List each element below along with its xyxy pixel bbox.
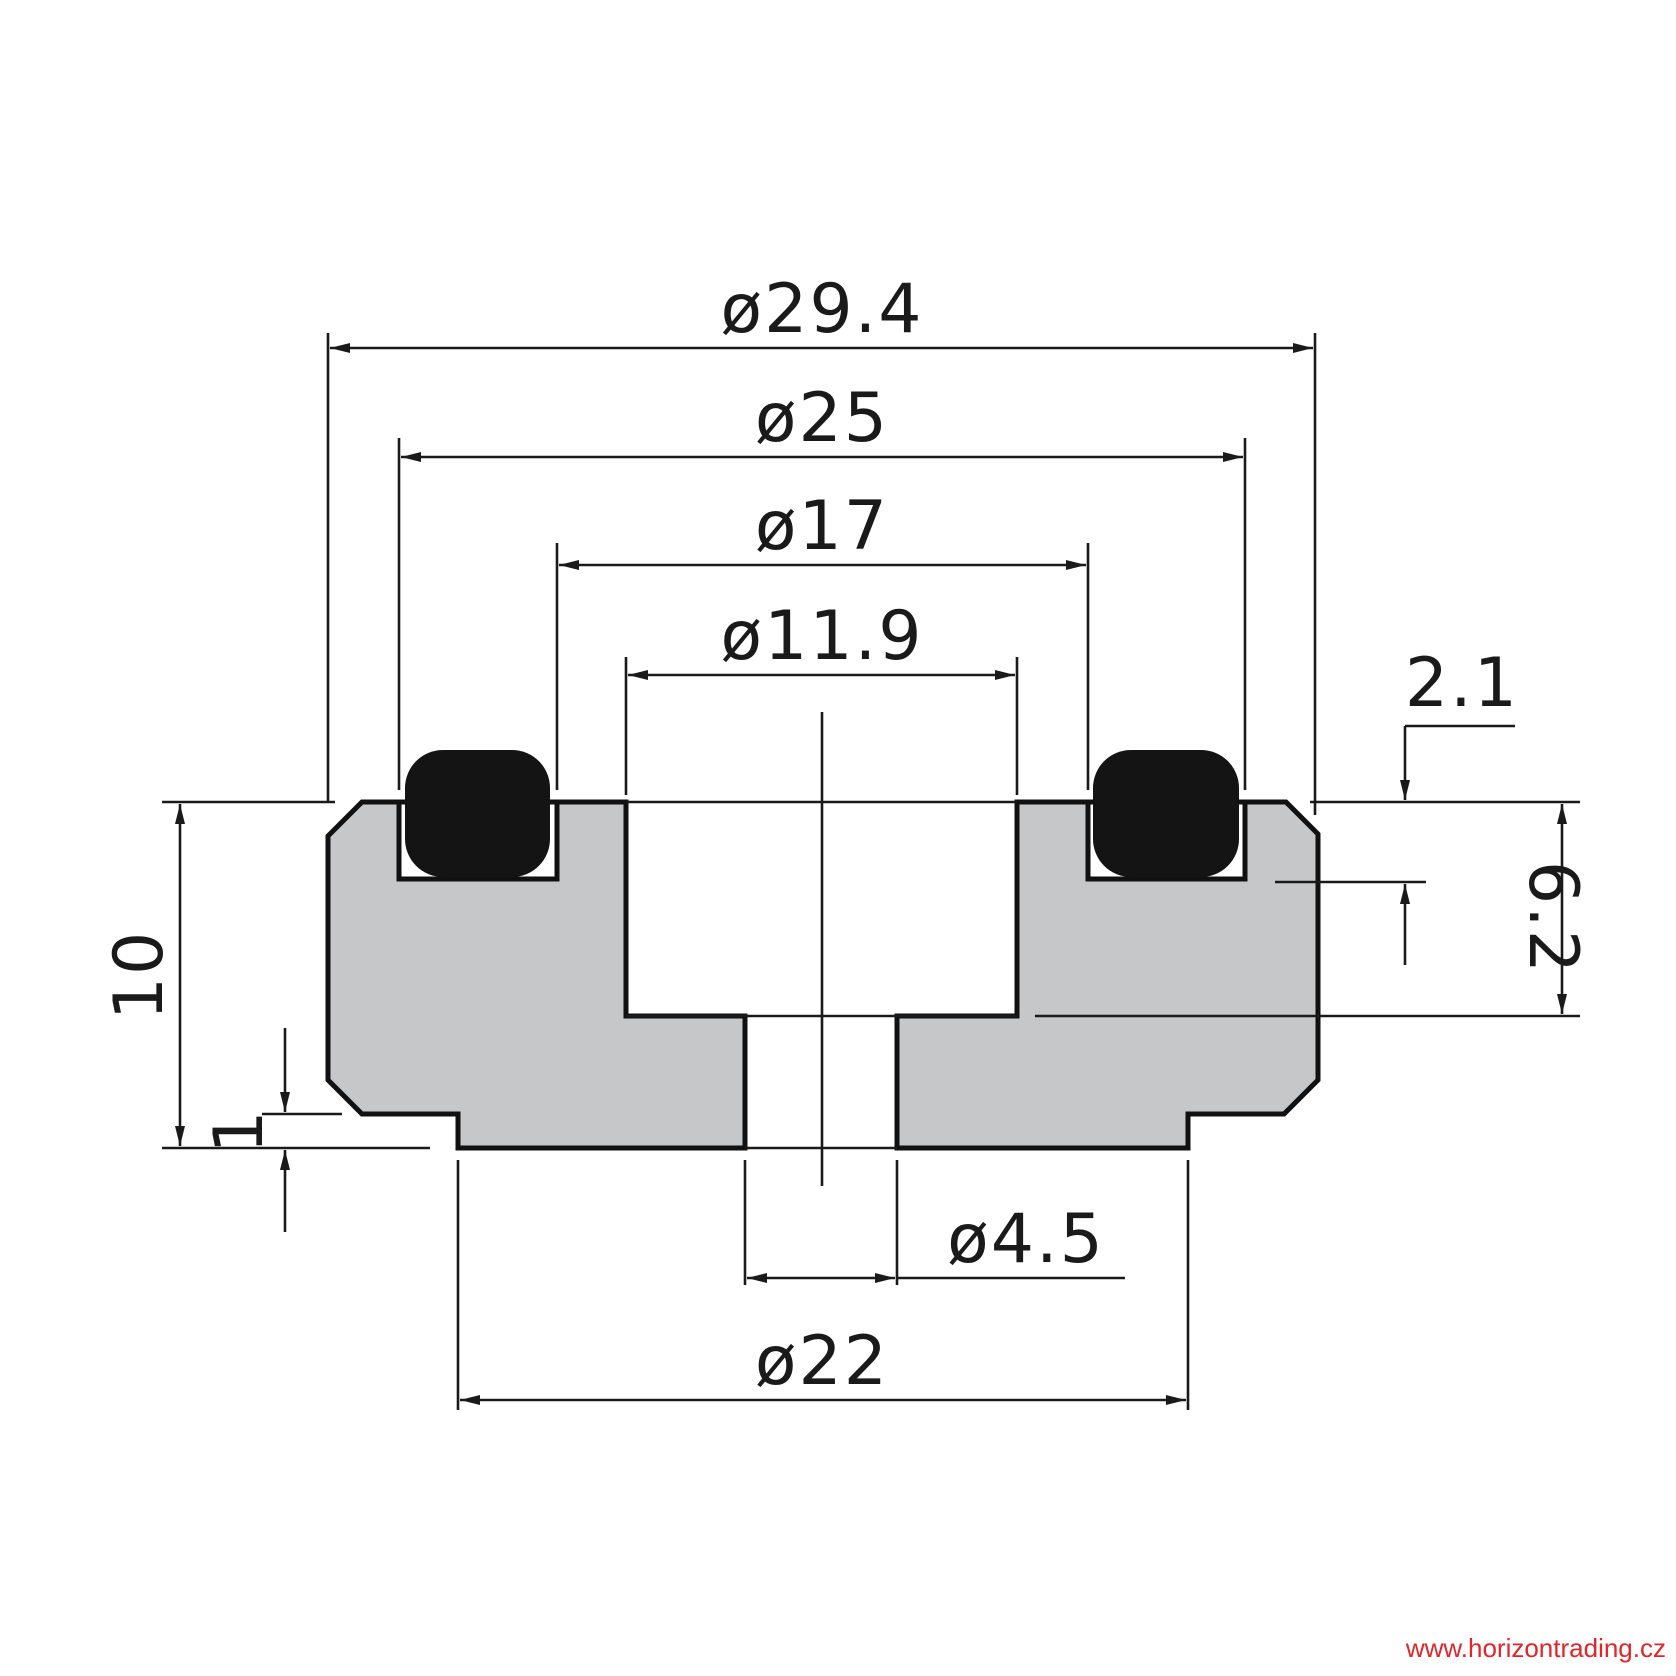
- label-groove-outer-diameter: ø25: [755, 379, 889, 458]
- label-step-height: 1: [200, 1108, 279, 1153]
- label-groove-inner-diameter: ø17: [755, 487, 889, 566]
- label-bore-depth: 6.2: [1513, 861, 1592, 975]
- left-body-section: [325, 799, 748, 1151]
- label-outer-diameter: ø29.4: [720, 270, 923, 349]
- watermark-url: www.horizontrading.cz: [1405, 1633, 1666, 1663]
- horizontal-extension-lines: [162, 724, 1580, 1280]
- o-rings: [405, 750, 1239, 877]
- extension-lines: [326, 333, 1317, 1410]
- right-o-ring: [1093, 750, 1239, 877]
- label-groove-depth: 2.1: [1405, 644, 1519, 723]
- label-base-diameter: ø22: [755, 1322, 889, 1401]
- left-o-ring: [405, 750, 550, 877]
- label-bore-diameter: ø11.9: [720, 597, 923, 676]
- label-hole-diameter: ø4.5: [947, 1200, 1105, 1279]
- dimension-labels: ø29.4 ø25 ø17 ø11.9 2.1 ø4.5 ø22 10 1 6.…: [100, 270, 1592, 1401]
- dimension-lines: [175, 343, 1567, 1405]
- label-total-height: 10: [100, 930, 179, 1021]
